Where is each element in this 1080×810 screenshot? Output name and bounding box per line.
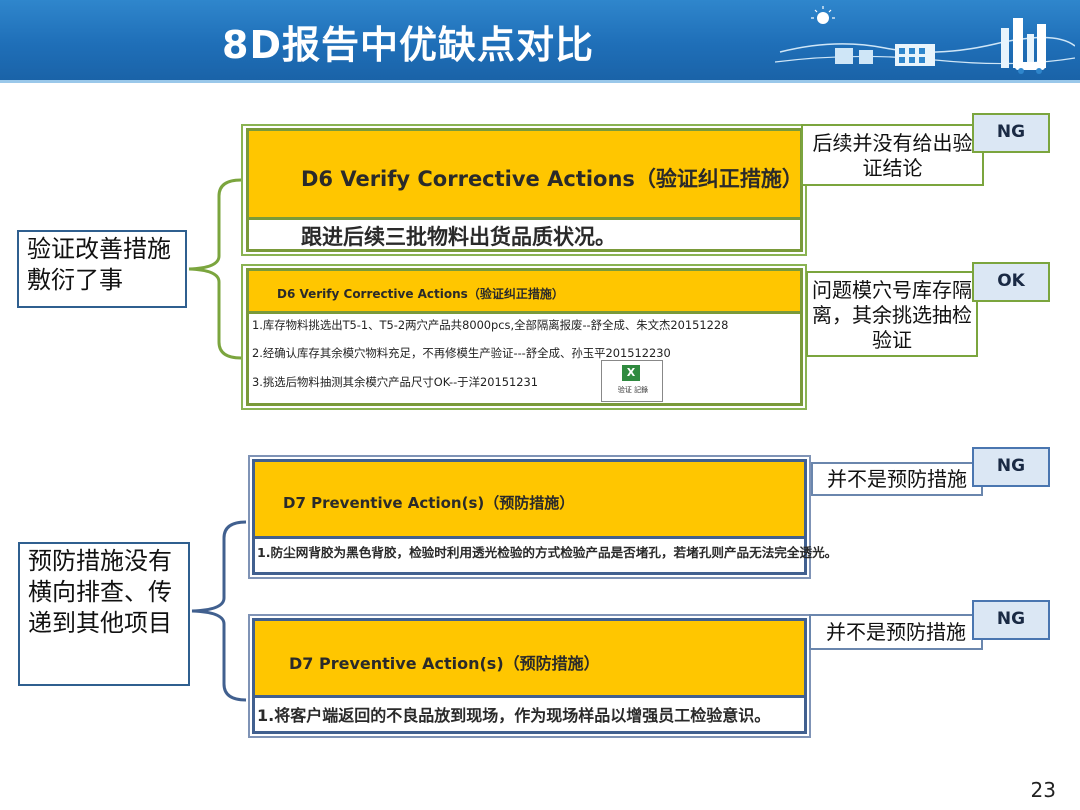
report-d7-header-b: D7 Preventive Action(s)（预防措施） [252,618,807,698]
ng-badge: NG [972,113,1050,153]
excel-logo-icon: X [622,365,640,381]
report-d6-header-b: D6 Verify Corrective Actions（验证纠正措施） [246,268,803,314]
ok-badge: OK [972,262,1050,302]
report-line-2: 2.经确认库存其余模穴物料充足，不再修模生产验证---舒全成、孙玉平201512… [252,346,671,360]
slide-header [0,0,1080,80]
report-d6-body-a: 跟进后续三批物料出货品质状况。 [246,220,803,252]
report-d7-body-b: 1.将客户端返回的不良品放到现场，作为现场样品以增强员工检验意识。 [252,698,807,734]
report-body-text: 1.将客户端返回的不良品放到现场，作为现场样品以增强员工检验意识。 [257,706,771,725]
callout-preventive-b: 并不是预防措施 [809,614,983,650]
issue-label-preventive: 预防措施没有横向排查、传递到其他项目 [18,542,190,686]
bracket-connector [188,178,242,360]
excel-attachment-icon[interactable]: X 验证 記錄 [601,360,663,402]
callout-preventive-a: 并不是预防措施 [811,462,983,496]
report-header-text: D6 Verify Corrective Actions（验证纠正措施） [277,287,564,301]
ng-badge: NG [972,600,1050,640]
report-line-1: 1.库存物料挑选出T5-1、T5-2两穴产品共8000pcs,全部隔离报废--舒… [252,318,729,332]
report-header-text: D7 Preventive Action(s)（预防措施） [289,654,600,673]
slide-title: 8D报告中优缺点对比 [222,23,594,67]
callout-verify-b: 问题模穴号库存隔离，其余挑选抽检验证 [806,271,978,357]
report-header-text: D7 Preventive Action(s)（预防措施） [283,494,575,512]
city-skyline-icon [775,6,1075,74]
report-body-text: 1.防尘网背胶为黑色背胶，检验时利用透光检验的方式检验产品是否堵孔，若堵孔则产品… [257,545,838,560]
report-d6-body-b: 1.库存物料挑选出T5-1、T5-2两穴产品共8000pcs,全部隔离报废--舒… [246,314,803,406]
report-d7-body-a: 1.防尘网背胶为黑色背胶，检验时利用透光检验的方式检验产品是否堵孔，若堵孔则产品… [252,539,837,575]
callout-verify-a: 后续并没有给出验证结论 [801,124,984,186]
page-number: 23 [1030,778,1056,802]
attachment-caption: 验证 記錄 [617,386,649,394]
issue-label-verification: 验证改善措施敷衍了事 [17,230,187,308]
report-d7-header-a: D7 Preventive Action(s)（预防措施） [252,459,807,539]
bracket-connector [191,520,247,702]
report-d6-header-a: D6 Verify Corrective Actions（验证纠正措施） [246,128,803,220]
report-body-text: 跟进后续三批物料出货品质状况。 [301,225,616,249]
header-divider [0,80,1080,83]
report-line-3: 3.挑选后物料抽测其余模穴产品尺寸OK--于洋20151231 [252,375,538,389]
report-header-text: D6 Verify Corrective Actions（验证纠正措施） [301,167,803,191]
ng-badge: NG [972,447,1050,487]
